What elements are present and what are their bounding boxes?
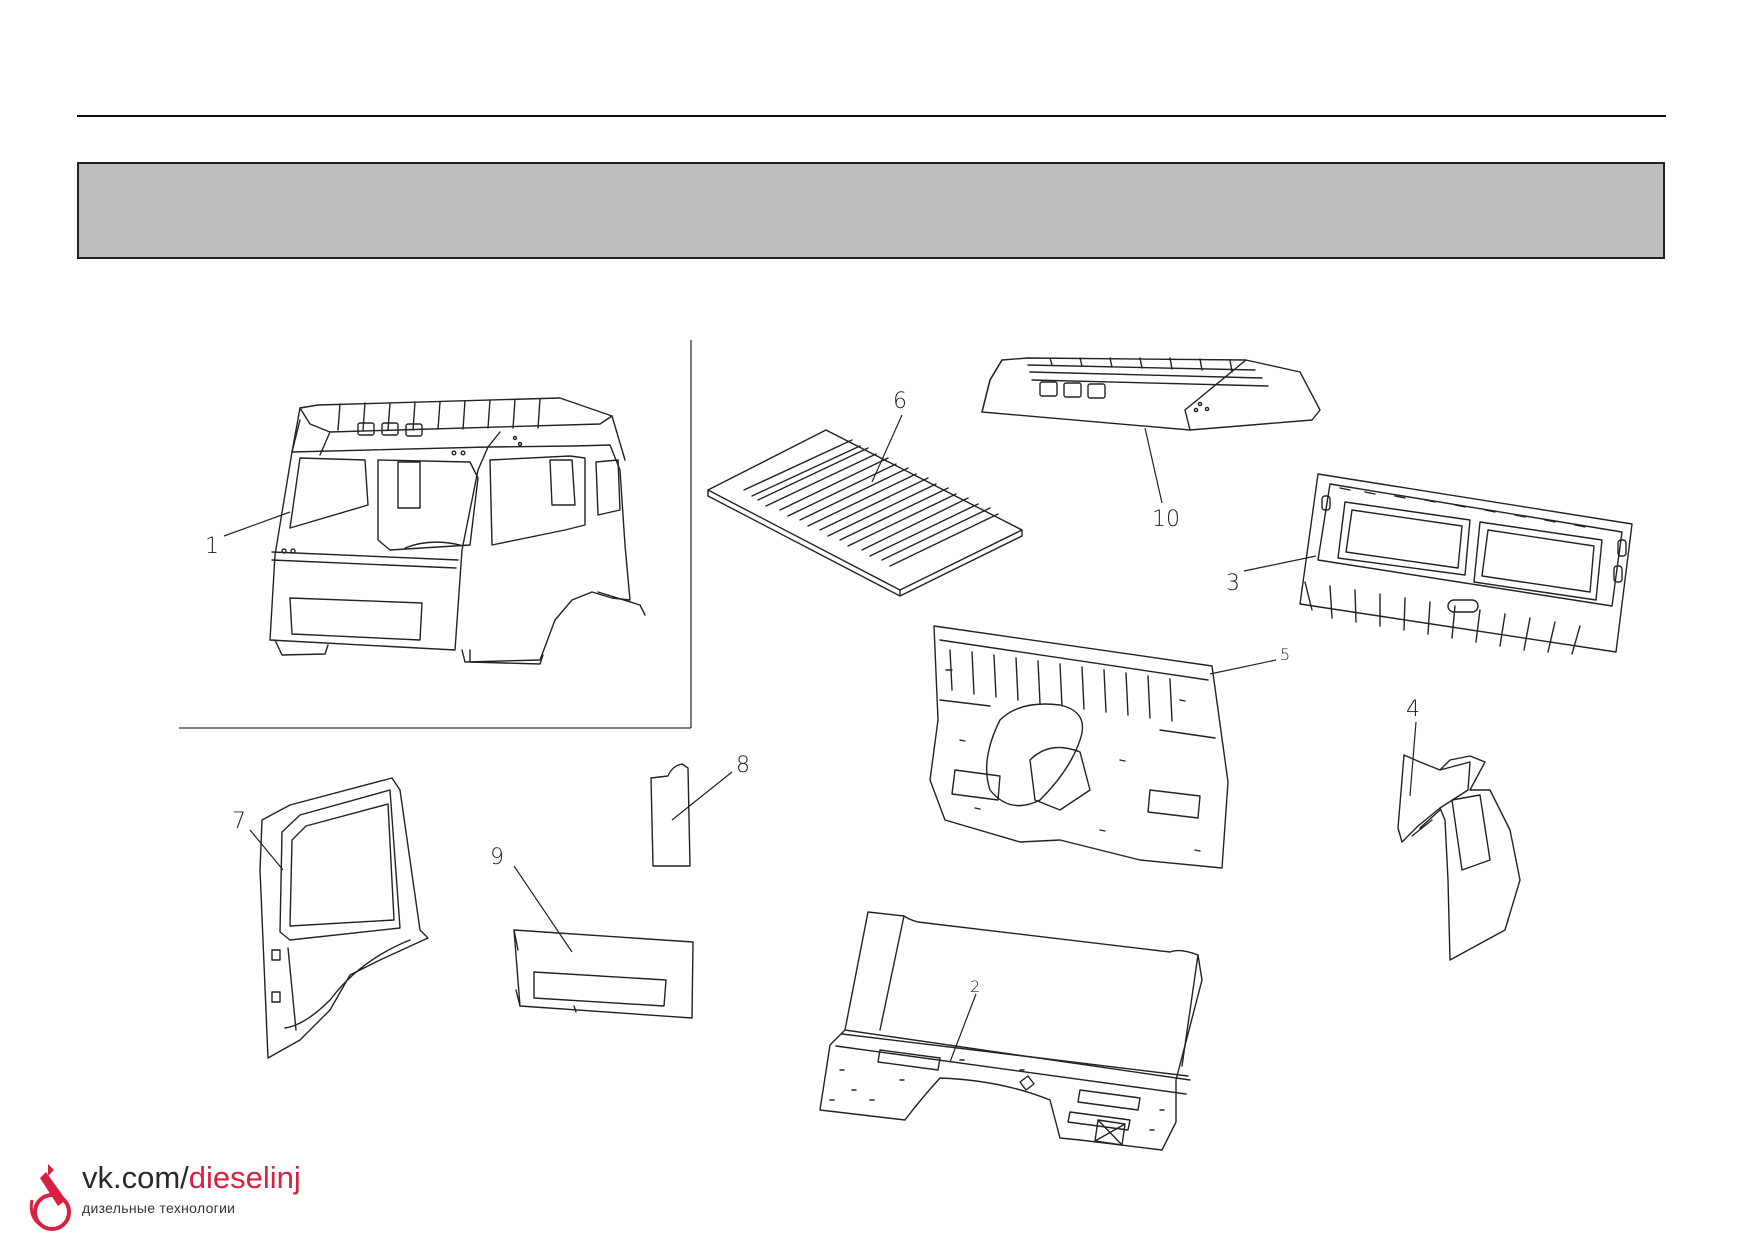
callout-6: 6 (893, 389, 907, 414)
assembly-frame (179, 340, 692, 729)
callout-8: 8 (736, 753, 750, 778)
part-8-small-pillar (650, 763, 691, 867)
part-2-front-wall (819, 911, 1203, 1151)
watermark-url[interactable]: vk.com/dieselinj (82, 1160, 301, 1196)
callout-5: 5 (1280, 645, 1290, 664)
part-10-roof (981, 357, 1321, 431)
callout-1: 1 (205, 534, 219, 559)
part-1-cab-assembly (269, 397, 646, 665)
part-9-front-lower-panel (513, 929, 694, 1019)
callout-9: 9 (490, 845, 504, 870)
fuel-injector-icon (29, 1164, 71, 1231)
callout-2: 2 (970, 977, 980, 996)
part-7-door (259, 777, 429, 1059)
watermark-subtitle: дизельные технологии (82, 1200, 236, 1216)
callout-4: 4 (1406, 697, 1420, 722)
watermark: vk.com/dieselinj дизельные технологии (18, 1160, 308, 1232)
callout-7: 7 (232, 809, 246, 834)
part-3-rear-frame (1299, 473, 1633, 655)
part-4-side-pillar (1397, 754, 1521, 961)
part-6-roof-inner-panel (707, 429, 1023, 597)
part-5-floor-panel (929, 625, 1229, 869)
watermark-url-accent: dieselinj (188, 1160, 301, 1195)
top-rule (77, 115, 1666, 117)
callout-3: 3 (1226, 571, 1240, 596)
watermark-url-prefix: vk.com/ (82, 1160, 189, 1195)
header-band (77, 162, 1665, 259)
callout-10: 10 (1152, 507, 1180, 532)
